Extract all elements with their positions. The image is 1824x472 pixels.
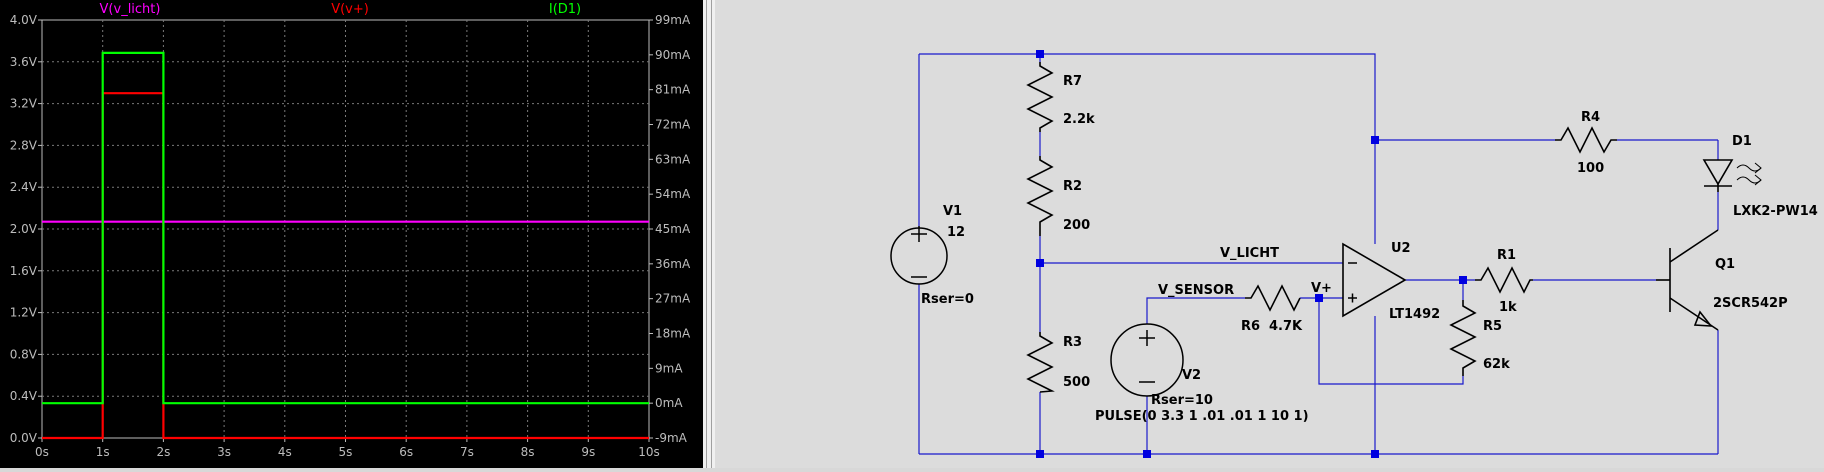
x-tick-label: 1s	[96, 445, 110, 459]
r6-symbol	[1245, 284, 1301, 312]
y-left-tick-label: 2.0V	[10, 222, 38, 236]
v1-label: V1	[943, 204, 962, 219]
d1-value: LXK2-PW14	[1733, 204, 1818, 219]
x-tick-label: 0s	[35, 445, 49, 459]
r5-label: R5	[1483, 319, 1502, 334]
net-label-v-licht: V_LICHT	[1220, 246, 1279, 261]
plot-grid	[42, 20, 649, 438]
r5-value: 62k	[1483, 357, 1510, 372]
r2-symbol	[1026, 156, 1054, 236]
r1-label: R1	[1497, 248, 1516, 263]
y-right-tick-label: 36mA	[655, 257, 691, 271]
schematic-pane[interactable]: R7 2.2k R2 200 R3 500 R4 100 R1 1k R5 62…	[715, 0, 1824, 468]
waveform-plot-pane[interactable]: 0s 1s 2s 3s 4s 5s 6s 7s 8s 9s 10s 0.0V 0.4V 0.8V 1.2V 1…	[0, 0, 703, 468]
x-tick-label: 9s	[581, 445, 595, 459]
y-left-tick-label: 2.4V	[10, 180, 38, 194]
q1-transistor[interactable]	[1656, 229, 1719, 331]
v2-rser: Rser=10	[1151, 393, 1213, 408]
plot-ticks: 0s 1s 2s 3s 4s 5s 6s 7s 8s 9s 10s 0.0V 0.4V 0.8V 1.2V 1…	[10, 13, 691, 459]
y-left-tick-label: 3.2V	[10, 97, 38, 111]
r1-value: 1k	[1499, 300, 1517, 315]
v2-label: V2	[1182, 368, 1201, 383]
v1-rser: Rser=0	[921, 292, 974, 307]
y-right-tick-label: 0mA	[655, 396, 683, 410]
d1-led[interactable]	[1702, 159, 1762, 192]
y-left-tick-label: 4.0V	[10, 13, 38, 27]
y-right-tick-label: 90mA	[655, 48, 691, 62]
legend-item: V(v_licht)	[100, 2, 161, 17]
legend-item: I(D1)	[549, 2, 581, 17]
q1-value: 2SCR542P	[1713, 296, 1788, 311]
resistor-symbols	[1026, 62, 1617, 393]
y-left-tick-label: 1.6V	[10, 264, 38, 278]
r3-symbol	[1026, 332, 1055, 393]
y-right-tick-label: 63mA	[655, 152, 691, 166]
u2-opamp[interactable]	[1342, 242, 1407, 318]
net-label-v-sensor: V_SENSOR	[1158, 283, 1234, 298]
r4-symbol	[1555, 126, 1617, 154]
r3-value: 500	[1063, 375, 1090, 390]
y-left-tick-label: 0.8V	[10, 347, 38, 361]
x-tick-label: 6s	[399, 445, 413, 459]
y-right-tick-label: 81mA	[655, 83, 691, 97]
y-right-tick-label: 18mA	[655, 327, 691, 341]
v1-source[interactable]	[890, 226, 948, 285]
r7-value: 2.2k	[1063, 112, 1095, 127]
y-right-tick-label: 45mA	[655, 222, 691, 236]
r7-symbol	[1026, 62, 1054, 132]
y-right-tick-label: 27mA	[655, 292, 691, 306]
y-right-tick-label: 54mA	[655, 187, 691, 201]
d1-label: D1	[1732, 134, 1752, 149]
u2-value: LT1492	[1389, 307, 1440, 322]
series-line-i-d1-	[42, 51, 649, 405]
y-left-tick-label: 2.8V	[10, 138, 38, 152]
x-tick-label: 5s	[339, 445, 353, 459]
plot-series	[42, 51, 649, 440]
y-right-tick-label: 72mA	[655, 118, 691, 132]
r1-symbol	[1475, 266, 1533, 294]
r6-label: R6	[1241, 319, 1260, 334]
r4-label: R4	[1581, 110, 1600, 125]
y-left-tick-label: 1.2V	[10, 306, 38, 320]
v1-value: 12	[947, 225, 965, 240]
u2-label: U2	[1391, 241, 1411, 256]
legend-item: V(v+)	[331, 2, 369, 17]
x-tick-label: 2s	[156, 445, 170, 459]
schematic-canvas[interactable]: R7 2.2k R2 200 R3 500 R4 100 R1 1k R5 62…	[715, 0, 1824, 468]
x-tick-label: 7s	[460, 445, 474, 459]
y-right-tick-label: 9mA	[655, 361, 683, 375]
r4-value: 100	[1577, 161, 1604, 176]
r2-value: 200	[1063, 218, 1090, 233]
plot-legend: V(v_licht) V(v+) I(D1)	[100, 2, 582, 17]
y-left-tick-label: 3.6V	[10, 55, 38, 69]
y-left-tick-label: 0.4V	[10, 389, 38, 403]
waveform-plot[interactable]: 0s 1s 2s 3s 4s 5s 6s 7s 8s 9s 10s 0.0V 0.4V 0.8V 1.2V 1…	[0, 0, 703, 468]
y-right-tick-label: -9mA	[655, 431, 688, 445]
v2-source[interactable]	[1110, 323, 1184, 397]
pane-splitter[interactable]	[703, 0, 715, 468]
x-tick-label: 8s	[521, 445, 535, 459]
r7-label: R7	[1063, 74, 1082, 89]
x-tick-label: 3s	[217, 445, 231, 459]
y-left-tick-label: 0.0V	[10, 431, 38, 445]
q1-label: Q1	[1715, 257, 1735, 272]
x-tick-label: 10s	[638, 445, 660, 459]
r6-value: 4.7K	[1269, 319, 1303, 334]
r2-label: R2	[1063, 179, 1082, 194]
net-label-v-plus: V+	[1311, 281, 1332, 296]
x-tick-label: 4s	[278, 445, 292, 459]
v2-pulse: PULSE(0 3.3 1 .01 .01 1 10 1)	[1095, 409, 1309, 424]
series-line-v-v-	[42, 92, 649, 440]
y-right-tick-label: 99mA	[655, 13, 691, 27]
r5-symbol	[1449, 300, 1477, 376]
junction-dots	[1036, 50, 1467, 458]
r3-label: R3	[1063, 335, 1082, 350]
